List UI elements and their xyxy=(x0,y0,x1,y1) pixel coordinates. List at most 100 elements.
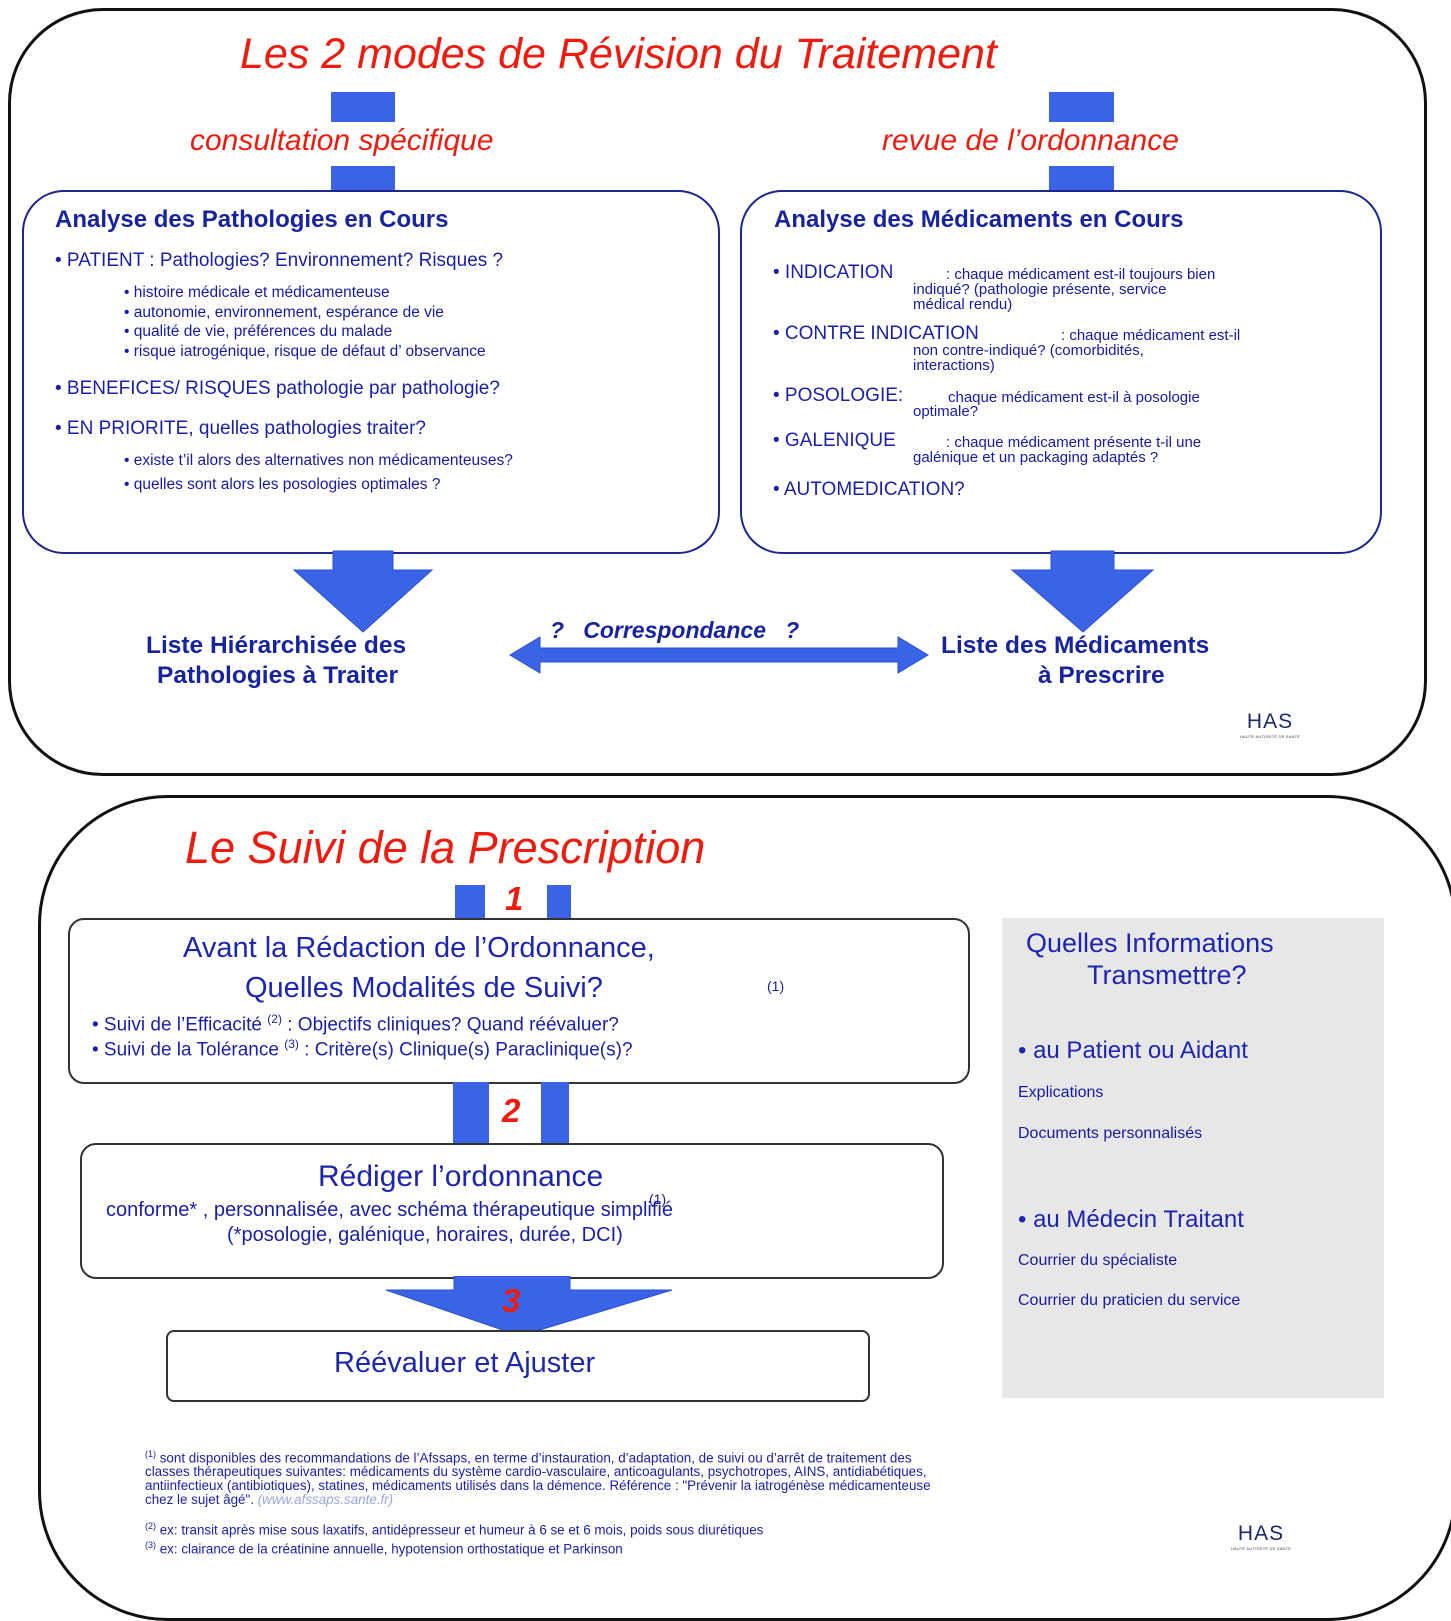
contre-indication-line-2: non contre-indiqué? (comorbidités, xyxy=(913,342,1144,359)
suivi-tolerance-label: • Suivi de la Tolérance xyxy=(92,1039,279,1061)
posologie-head: • POSOLOGIE: xyxy=(773,385,904,406)
patient-sub-1: • histoire médicale et médicamenteuse xyxy=(124,284,390,301)
medecin-traitant-heading: • au Médecin Traitant xyxy=(1018,1206,1244,1233)
benefices-bullet: • BENEFICES/ RISQUES pathologie par path… xyxy=(55,378,500,399)
patient-sub-3: • qualité de vie, préférences du malade xyxy=(124,323,393,340)
connector-mid-right xyxy=(1049,166,1114,190)
footnote-2-mark: (2) xyxy=(145,1521,156,1531)
indication-head: • INDICATION xyxy=(773,262,894,283)
modalites-line-1: Avant la Rédaction de l’Ordonnance, xyxy=(183,932,655,964)
posologie-line-2: optimale? xyxy=(913,403,979,420)
priorite-sub-2: • quelles sont alors les posologies opti… xyxy=(124,476,441,493)
indication-line-1: : chaque médicament est-il toujours bien xyxy=(946,266,1216,283)
suivi-efficacite-sup: (2) xyxy=(267,1012,282,1026)
arrows-layer xyxy=(292,550,1155,674)
has-logo-subtext: HAUTE AUTORITÉ DE SANTÉ xyxy=(1239,734,1301,739)
rediger-line-2: (*posologie, galénique, horaires, durée,… xyxy=(227,1224,623,1246)
liste-medicaments-line-1: Liste des Médicaments xyxy=(941,632,1210,659)
has-logo-bottom: HAS HAUTE AUTORITÉ DE SANTÉ xyxy=(1206,1522,1316,1551)
connector-mid-left xyxy=(331,166,395,190)
explications-item: Explications xyxy=(1018,1084,1104,1101)
footnote-2-text: ex: transit après mise sous laxatifs, an… xyxy=(159,1522,764,1538)
patient-aidant-heading: • au Patient ou Aidant xyxy=(1018,1037,1248,1064)
priorite-bullet: • EN PRIORITE, quelles pathologies trait… xyxy=(55,418,426,439)
suivi-efficacite: • Suivi de l’Efficacité (2) : Objectifs … xyxy=(92,1012,619,1036)
documents-item: Documents personnalisés xyxy=(1018,1125,1203,1142)
connector-top-right xyxy=(1049,92,1114,122)
reevaluer-title: Réévaluer et Ajuster xyxy=(334,1347,596,1379)
pathologies-box xyxy=(22,190,720,554)
informations-title-1: Quelles Informations xyxy=(1026,928,1274,958)
mode-consultation-label: consultation spécifique xyxy=(190,124,494,157)
footnote-1-text-1: sont disponibles des recommandations de … xyxy=(159,1450,912,1466)
mode-revue-label: revue de l’ordonnance xyxy=(882,124,1179,157)
patient-sub-2: • autonomie, environnement, espérance de… xyxy=(124,304,444,321)
step-1-number: 1 xyxy=(505,880,524,917)
footnote-1-line-2: classes thérapeutiques suivantes: médica… xyxy=(145,1464,927,1480)
informations-panel xyxy=(1002,918,1384,1398)
step-1-bar-left xyxy=(455,885,485,920)
reevaluer-box xyxy=(166,1330,870,1402)
footnote-1-mark: (1) xyxy=(145,1449,156,1459)
automedication-head: • AUTOMEDICATION? xyxy=(773,479,965,500)
medicaments-box xyxy=(740,190,1382,554)
contre-indication-line-3: interactions) xyxy=(913,357,995,374)
step-2-bar-right xyxy=(541,1082,569,1144)
footnote-1: (1) sont disponibles des recommandations… xyxy=(145,1447,931,1507)
courrier-specialiste-item: Courrier du spécialiste xyxy=(1018,1252,1178,1269)
patient-sub-4: • risque iatrogénique, risque de défaut … xyxy=(124,343,486,360)
correspondance-label: ? Correspondance ? xyxy=(550,617,800,643)
indication-line-2: indiqué? (pathologie présente, service xyxy=(913,281,1167,298)
modalites-sup: (1) xyxy=(767,978,785,994)
has-logo-text: HAS xyxy=(1246,710,1294,733)
priorite-sub-1: • existe t’il alors des alternatives non… xyxy=(124,452,513,469)
patient-bullet: • PATIENT : Pathologies? Environnement? … xyxy=(55,250,504,271)
has-logo-top: HAS HAUTE AUTORITÉ DE SANTÉ xyxy=(1215,710,1325,739)
modalites-line-2: Quelles Modalités de Suivi? xyxy=(245,972,603,1004)
has-logo-bottom-subtext: HAUTE AUTORITÉ DE SANTÉ xyxy=(1230,1546,1292,1551)
footnote-1-line-4: chez le sujet âgé". (www.afssaps.sante.f… xyxy=(145,1493,931,1507)
step-2-number: 2 xyxy=(502,1092,521,1129)
down-arrow-right-icon xyxy=(1010,550,1155,633)
footnote-3: (3) ex: clairance de la créatinine annue… xyxy=(145,1538,623,1556)
rediger-line-1: conforme* , personnalisée, avec schéma t… xyxy=(106,1199,673,1221)
step-3-number: 3 xyxy=(502,1282,521,1319)
footnote-3-text: ex: clairance de la créatinine annuelle,… xyxy=(159,1541,623,1557)
medicaments-heading: Analyse des Médicaments en Cours xyxy=(774,206,1184,233)
step-2-bar-left xyxy=(453,1082,489,1144)
down-arrow-left-icon xyxy=(292,550,434,633)
posologie-line-1: chaque médicament est-il à posologie xyxy=(948,389,1200,406)
pathologies-heading: Analyse des Pathologies en Cours xyxy=(55,206,449,233)
step-3-arrow-icon xyxy=(385,1276,673,1337)
galenique-line-1: : chaque médicament présente t-il une xyxy=(946,434,1202,451)
contre-indication-head: • CONTRE INDICATION xyxy=(773,323,979,344)
liste-pathologies-line-1: Liste Hiérarchisée des xyxy=(146,632,407,659)
step-1-bar-right xyxy=(547,885,571,920)
double-arrow-icon xyxy=(509,636,929,674)
galenique-line-2: galénique et un packaging adaptés ? xyxy=(913,449,1159,466)
suivi-efficacite-label: • Suivi de l’Efficacité xyxy=(92,1014,262,1036)
footnote-1-line-1: (1) sont disponibles des recommandations… xyxy=(145,1447,931,1465)
suivi-tolerance-text: : Critère(s) Clinique(s) Paraclinique(s)… xyxy=(304,1039,633,1061)
rediger-ordonnance-box xyxy=(80,1143,944,1279)
indication-line-3: médical rendu) xyxy=(913,296,1013,313)
contre-indication-line-1: : chaque médicament est-il xyxy=(1061,327,1241,344)
footnote-1-text-4: chez le sujet âgé". xyxy=(145,1492,258,1508)
footnote-2: (2) ex: transit après mise sous laxatifs… xyxy=(145,1519,763,1537)
galenique-head: • GALENIQUE xyxy=(773,430,896,451)
suivi-tolerance: • Suivi de la Tolérance (3) : Critère(s)… xyxy=(92,1037,633,1061)
suivi-title: Le Suivi de la Prescription xyxy=(185,822,706,873)
informations-title-2: Transmettre? xyxy=(1087,960,1247,990)
modalites-suivi-box xyxy=(68,918,970,1084)
revision-title: Les 2 modes de Révision du Traitement xyxy=(240,30,997,78)
has-logo-bottom-text: HAS xyxy=(1237,1522,1285,1545)
liste-pathologies-line-2: Pathologies à Traiter xyxy=(157,662,398,689)
suivi-tolerance-sup: (3) xyxy=(284,1037,299,1051)
rediger-title: Rédiger l’ordonnance xyxy=(318,1160,604,1193)
afssaps-link[interactable]: (www.afssaps.sante.fr) xyxy=(257,1492,394,1508)
rediger-sup: (1) xyxy=(649,1191,667,1207)
step-3-arrow xyxy=(385,1276,673,1337)
liste-medicaments-line-2: à Prescrire xyxy=(1038,662,1165,689)
suivi-efficacite-text: : Objectifs cliniques? Quand réévaluer? xyxy=(287,1014,619,1036)
footnote-1-line-3: antiinfectieux (antibiotiques), statines… xyxy=(145,1478,931,1494)
